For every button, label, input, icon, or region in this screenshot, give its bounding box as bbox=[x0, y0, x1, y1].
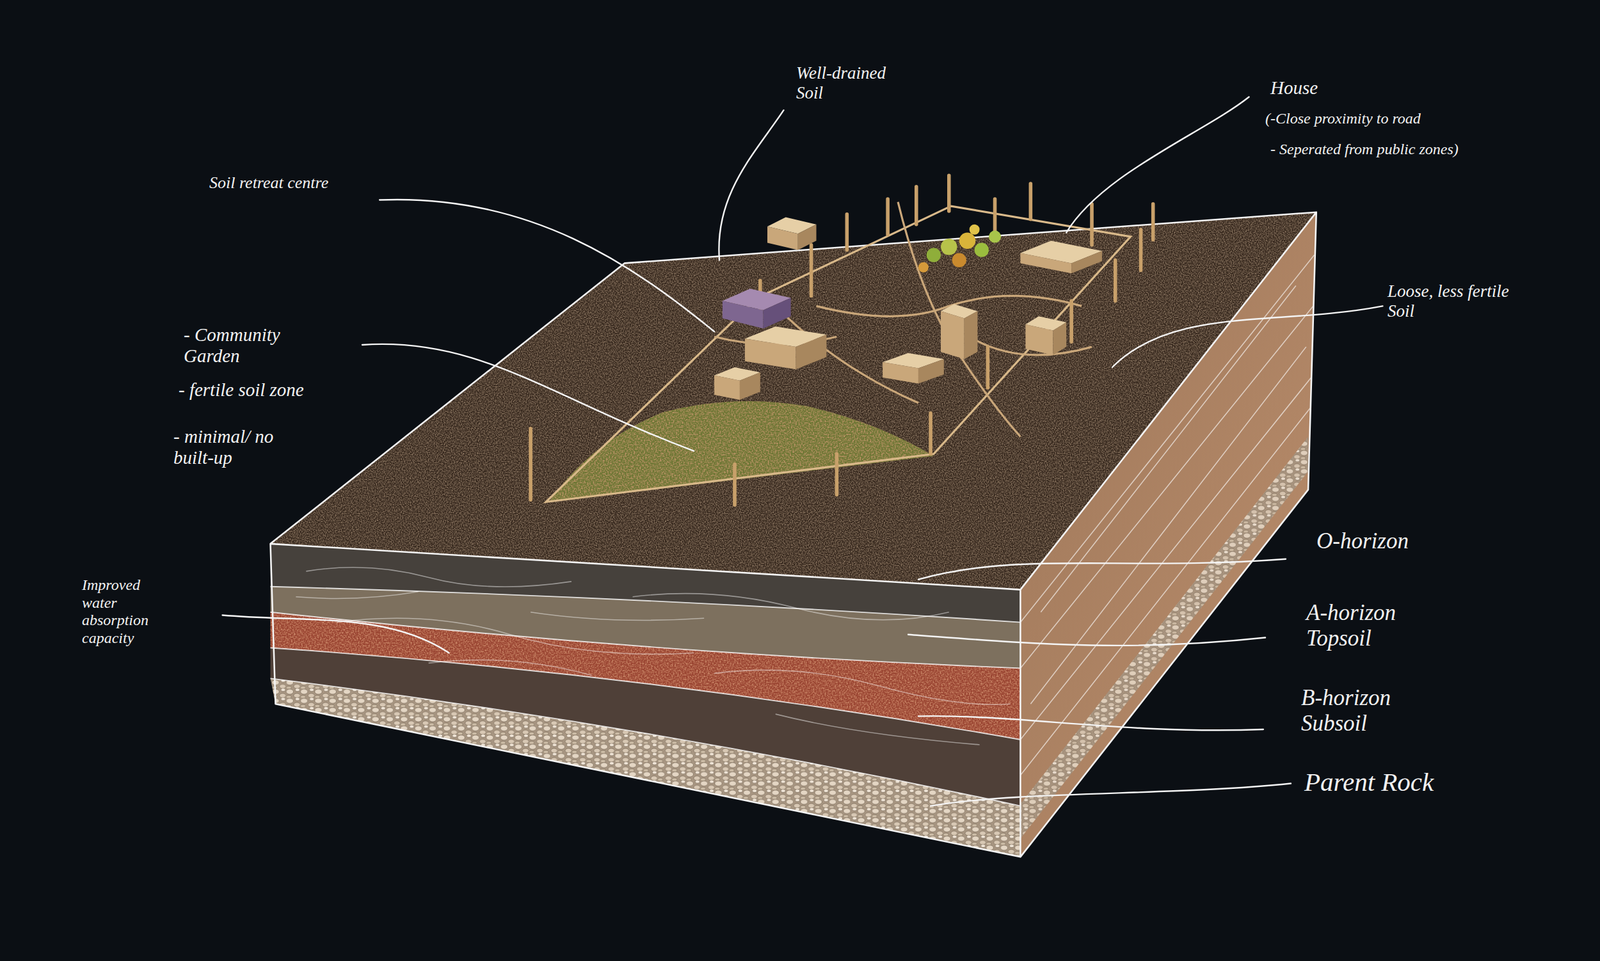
leader-lines bbox=[222, 96, 1384, 806]
annotation-label: Loose, less fertile Soil bbox=[1387, 281, 1510, 322]
plant bbox=[969, 224, 980, 235]
fertile-zone bbox=[549, 401, 934, 503]
building-model bbox=[744, 326, 827, 370]
wall bbox=[1052, 322, 1067, 356]
parent-rock-band bbox=[270, 678, 1021, 857]
annotation-label: (-Close proximity to road bbox=[1265, 110, 1531, 128]
wall bbox=[918, 359, 944, 384]
plant bbox=[940, 238, 958, 256]
wall bbox=[744, 338, 797, 370]
building-models bbox=[714, 217, 1103, 400]
building-model bbox=[722, 288, 792, 329]
wall bbox=[767, 226, 799, 251]
wall bbox=[722, 300, 764, 329]
building-model bbox=[882, 353, 944, 384]
side-layer-lines bbox=[1020, 255, 1314, 776]
water-lines bbox=[295, 567, 1010, 745]
wall bbox=[796, 334, 827, 370]
plant bbox=[918, 262, 929, 273]
annotation-label: Soil retreat centre bbox=[209, 173, 342, 193]
annotation-label: Well-drained Soil bbox=[796, 63, 909, 104]
annotation-label: O-horizon bbox=[1316, 528, 1521, 555]
plant bbox=[952, 252, 967, 267]
layer-outlines bbox=[270, 586, 1021, 807]
fertile-zone-grain bbox=[549, 401, 934, 503]
building-model bbox=[940, 304, 978, 360]
building-model bbox=[1025, 316, 1067, 356]
site-paths bbox=[714, 202, 1092, 438]
annotation-label: House bbox=[1270, 77, 1373, 99]
annotation-label: A-horizon Topsoil bbox=[1306, 600, 1439, 653]
wall bbox=[739, 372, 761, 400]
wall bbox=[714, 375, 740, 400]
wall bbox=[763, 298, 792, 329]
annotation-label: B-horizon Subsoil bbox=[1301, 685, 1434, 738]
plant bbox=[988, 230, 1001, 243]
wall bbox=[1020, 252, 1072, 274]
soil-horizons bbox=[270, 544, 1021, 858]
plant bbox=[974, 242, 989, 257]
annotation-label: Parent Rock bbox=[1304, 767, 1540, 798]
wall bbox=[940, 311, 965, 360]
wall bbox=[798, 224, 817, 251]
house-model bbox=[1020, 240, 1103, 274]
garden-plants bbox=[918, 224, 1001, 273]
site-plan bbox=[530, 175, 1154, 505]
wall bbox=[882, 362, 919, 384]
annotation-label: - Community Garden bbox=[183, 324, 337, 368]
block-outline bbox=[270, 212, 1317, 858]
annotation-label: - Seperated from public zones) bbox=[1270, 140, 1516, 159]
annotation-label: - minimal/ no built-up bbox=[173, 426, 306, 470]
building-model bbox=[714, 367, 761, 400]
wall bbox=[1025, 324, 1053, 356]
annotation-label: - fertile soil zone bbox=[178, 379, 434, 401]
wall bbox=[964, 311, 978, 360]
plant bbox=[926, 247, 941, 262]
annotation-label: Improved water absorption capacity bbox=[81, 576, 164, 648]
plant bbox=[959, 232, 976, 250]
wall bbox=[1071, 250, 1103, 274]
fence-posts bbox=[530, 175, 1154, 505]
building-model bbox=[767, 217, 817, 251]
